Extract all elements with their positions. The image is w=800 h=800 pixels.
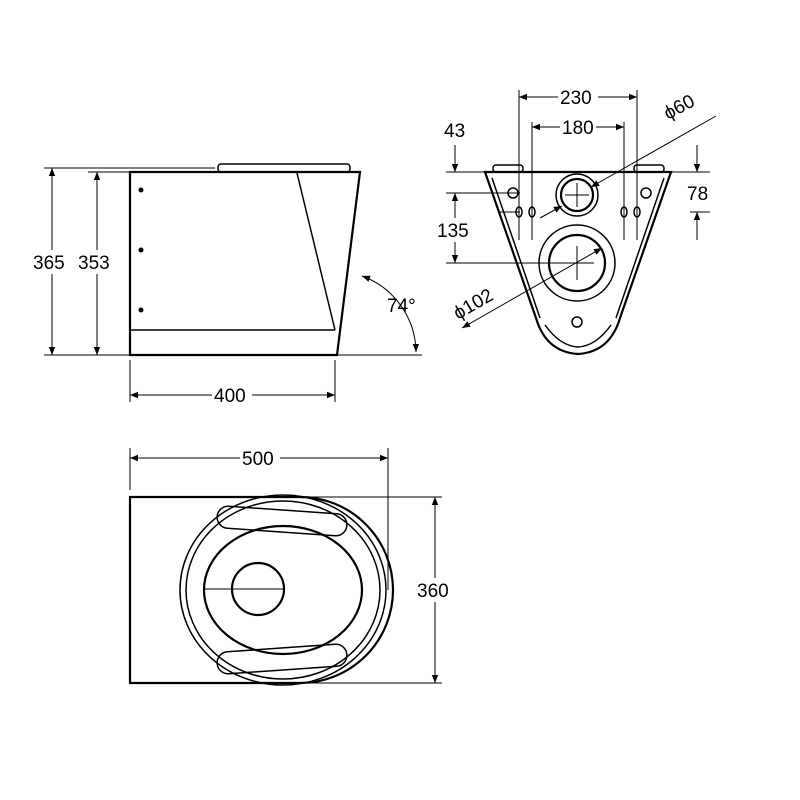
seat-pad-top [216,505,348,537]
top-view: 500 360 [128,447,456,686]
dim-dia-60: ϕ60 [660,91,698,124]
front-lid-right [633,164,665,173]
dim-78: 78 [687,184,708,205]
side-lid [217,163,351,173]
side-screw-dot [138,247,144,253]
side-screw-dot [138,307,144,313]
top-body-outline [128,495,395,685]
dim-dia-102: ϕ102 [450,285,497,324]
dim-angle: 74° [387,296,416,317]
dim-360: 360 [417,581,449,602]
seat-pad-bottom [216,643,348,675]
dim-353: 353 [78,253,110,274]
side-slant-edge [296,172,336,331]
dim-43: 43 [444,121,465,142]
dim-400: 400 [214,386,246,407]
front-outline [483,170,673,356]
dim-230: 230 [560,88,592,109]
dim-365: 365 [33,253,65,274]
front-view: 230 180 43 78 135 ϕ60 ϕ102 [436,86,717,356]
bowl [202,524,364,656]
front-lid-left [492,164,524,173]
angle-arc [361,275,420,353]
side-view: 365 353 400 74° [30,163,422,407]
side-screw-dot [138,187,144,193]
outlet-small [559,177,595,213]
dim-180: 180 [562,118,594,139]
dim-135: 135 [437,221,469,242]
side-body-outline [128,170,362,357]
dim-500: 500 [242,449,274,470]
seat-outer [179,494,387,686]
